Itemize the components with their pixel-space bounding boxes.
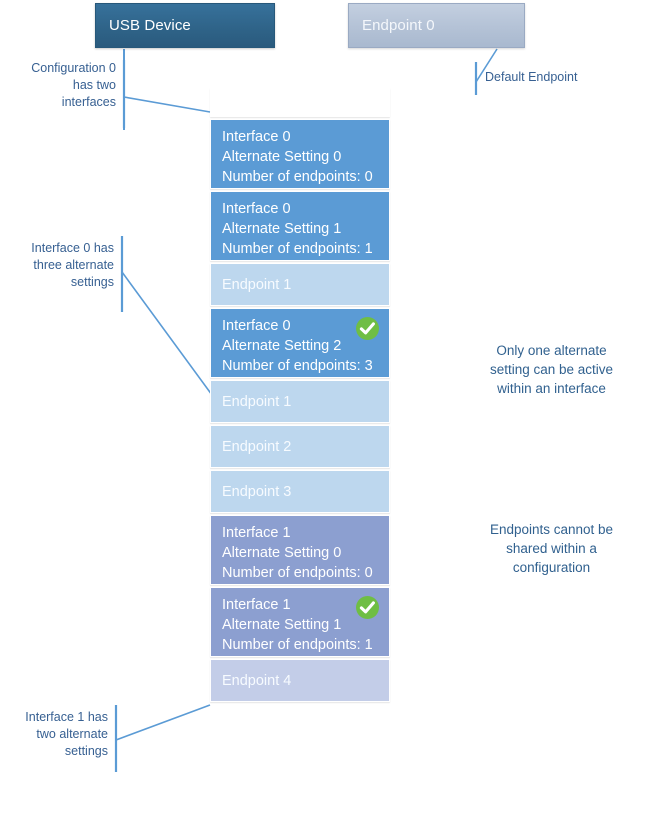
row-line: Configuration 0 xyxy=(222,98,321,114)
row-line: Alternate Setting 0 xyxy=(222,545,342,561)
row-endpoint-row[interactable]: Endpoint 1 xyxy=(210,380,390,423)
row-line: Interface 0 xyxy=(222,318,291,334)
row-configuration-row[interactable]: Configuration 0 xyxy=(210,88,390,117)
usb-device-label: USB Device xyxy=(109,17,191,34)
row-line: Endpoint 2 xyxy=(222,438,292,455)
annotation-configuration-interfaces: Configuration 0 has two interfaces xyxy=(31,61,116,109)
row-line: Endpoint 3 xyxy=(222,483,292,500)
row-text: Endpoint 2 xyxy=(222,437,291,457)
row-text: Interface 0 Alternate Setting 2 Number of … xyxy=(222,316,378,376)
row-text: Endpoint 4 xyxy=(222,671,291,691)
leader-interface0-to-row xyxy=(121,271,213,396)
row-endpoint-row[interactable]: Endpoint 3 xyxy=(210,470,390,513)
note-one-alternate-active: Only one alternate setting can be active… xyxy=(489,343,614,396)
row-text: Interface 0 Alternate Setting 0 Number of … xyxy=(222,127,378,187)
row-text: Interface 0 Alternate Setting 1 Number of … xyxy=(222,199,378,259)
configuration-stack: Configuration 0 Interface 0 Alternate Sett… xyxy=(210,88,390,702)
row-text: Interface 1 Alternate Setting 1 Number of … xyxy=(222,595,378,655)
row-line: Endpoint 1 xyxy=(222,393,292,410)
row-line: Interface 0 xyxy=(222,201,291,217)
row-line: Number of endpoints: 0 xyxy=(222,169,373,185)
row-line: Interface 0 xyxy=(222,129,291,145)
check-circle-icon xyxy=(356,596,379,619)
usb-device-box[interactable]: USB Device xyxy=(95,3,275,48)
row-line: Interface 1 xyxy=(222,525,291,541)
row-line: Alternate Setting 1 xyxy=(222,617,342,633)
row-interface-row[interactable]: Interface 1 Alternate Setting 1 Number of … xyxy=(210,587,390,657)
row-line: Interface 1 xyxy=(222,597,291,613)
row-endpoint-row[interactable]: Endpoint 1 xyxy=(210,263,390,306)
row-line: Number of endpoints: 1 xyxy=(222,637,373,653)
row-interface-row[interactable]: Interface 0 Alternate Setting 2 Number of … xyxy=(210,308,390,378)
row-line: Alternate Setting 2 xyxy=(222,338,342,354)
row-line: Number of endpoints: 3 xyxy=(222,358,373,374)
row-endpoint-row[interactable]: Endpoint 2 xyxy=(210,425,390,468)
row-text: Interface 1 Alternate Setting 0 Number of … xyxy=(222,523,378,583)
note-endpoints-not-shared: Endpoints cannot be shared within a conf… xyxy=(489,522,614,575)
annotation-interface0-settings: Interface 0 has three alternate settings xyxy=(31,241,114,289)
annotation-interface1-settings: Interface 1 has two alternate settings xyxy=(25,710,108,758)
row-line: Number of endpoints: 0 xyxy=(222,565,373,581)
row-interface-row[interactable]: Interface 1 Alternate Setting 0 Number of … xyxy=(210,515,390,585)
row-text: Endpoint 1 xyxy=(222,392,291,412)
row-line: Alternate Setting 1 xyxy=(222,221,342,237)
row-line: Alternate Setting 0 xyxy=(222,149,342,165)
leader-configuration-to-row xyxy=(123,96,211,113)
row-interface-row[interactable]: Interface 0 Alternate Setting 0 Number of … xyxy=(210,119,390,189)
row-line: Endpoint 1 xyxy=(222,276,292,293)
row-text: Endpoint 1 xyxy=(222,275,291,295)
row-interface-row[interactable]: Interface 0 Alternate Setting 1 Number of … xyxy=(210,191,390,261)
check-circle-icon xyxy=(356,317,379,340)
annotation-default-endpoint: Default Endpoint xyxy=(485,70,578,84)
row-text: Endpoint 3 xyxy=(222,482,291,502)
row-text: Configuration 0 xyxy=(222,96,378,116)
row-line: Endpoint 4 xyxy=(222,672,292,689)
row-line: Number of endpoints: 1 xyxy=(222,241,373,257)
default-endpoint-box[interactable]: Endpoint 0 xyxy=(348,3,525,48)
default-endpoint-label: Endpoint 0 xyxy=(362,17,435,34)
leader-interface1-to-row xyxy=(115,704,211,741)
row-endpoint-row[interactable]: Endpoint 4 xyxy=(210,659,390,702)
